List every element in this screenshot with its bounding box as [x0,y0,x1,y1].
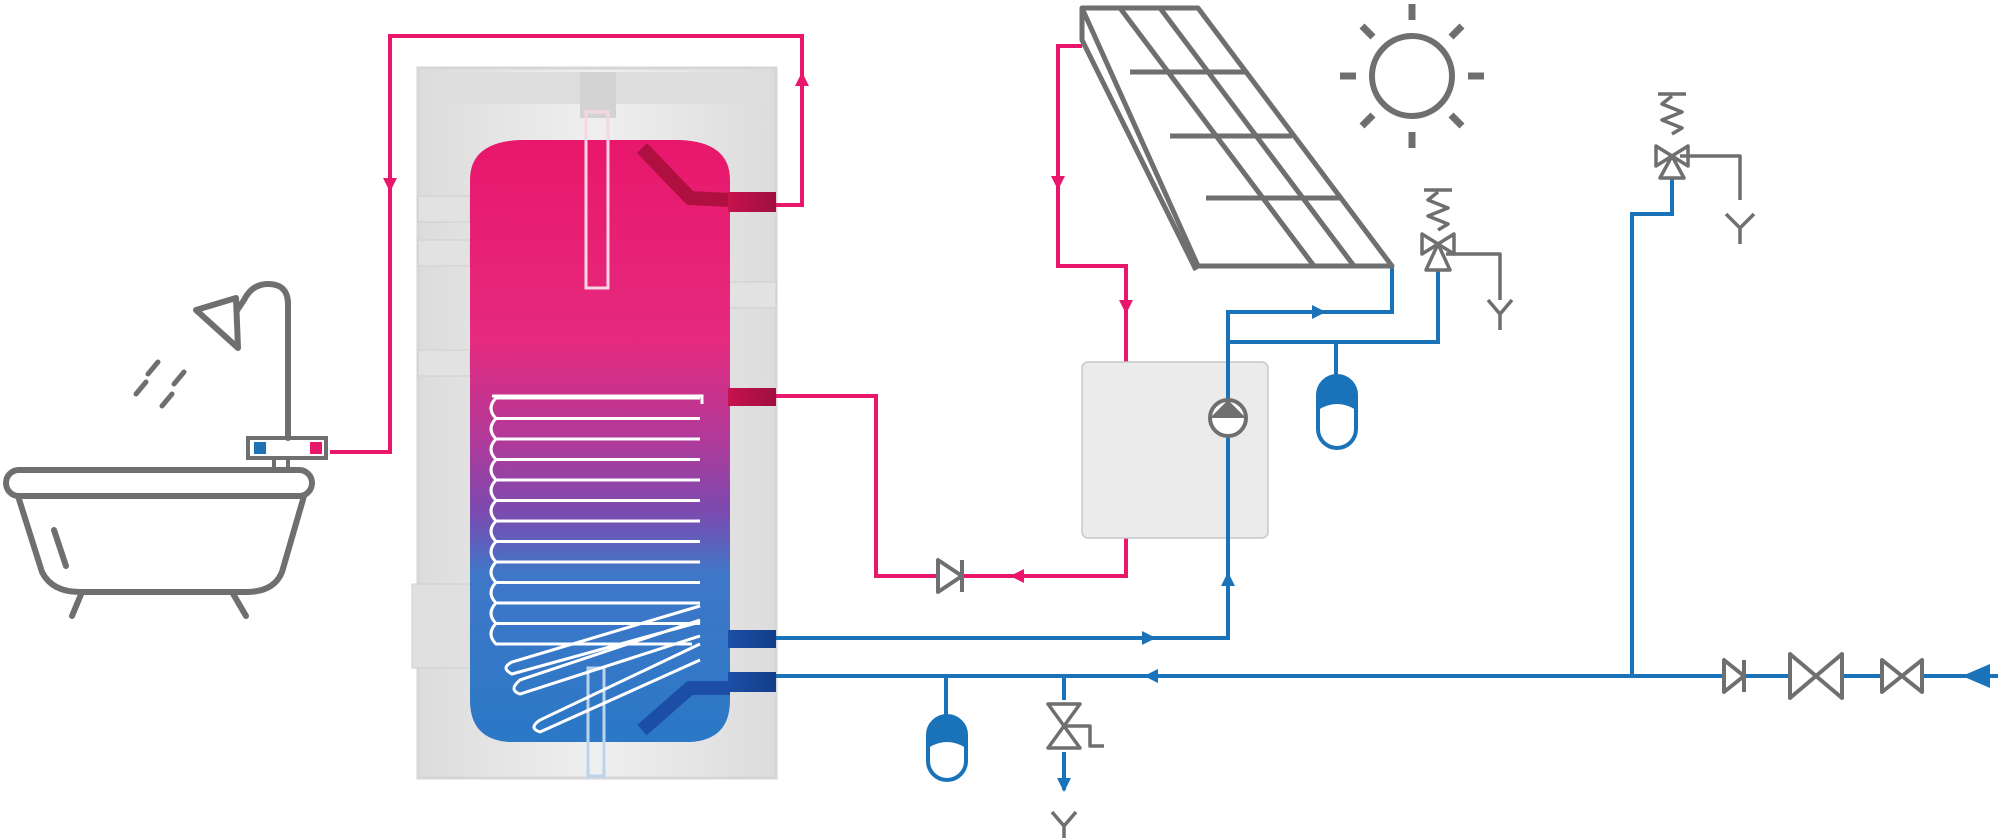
cold-flow-arrows [1057,305,1990,792]
gate-valve-icon [1788,652,1844,700]
circulation-pump-icon [1208,398,1248,438]
mixer-tap-icon [246,436,328,470]
controller-box [1081,361,1269,539]
tank-water-vessel [470,140,730,742]
safety-branch-pipe [1226,270,1440,344]
solar-flow-pipe [776,44,1128,578]
flow-arrow-right [1142,631,1156,645]
hot-flow-arrows [383,72,1133,583]
safety-valve-icon [1420,188,1514,330]
coil-inlet-nozzle [728,388,776,406]
tank-anode-port [580,72,616,118]
pump-station-icon [1081,312,1269,640]
shower-head [193,295,241,351]
sensor-well [584,110,610,290]
expansion-vessel-icon [926,714,968,782]
hot-outlet-pipe [636,143,731,207]
coil-return-nozzle [728,630,776,648]
cold-inlet-pipe [637,681,730,736]
sun-icon [1340,4,1484,148]
sun-disc [1369,33,1455,119]
safety-valve-icon [1654,92,1756,244]
tank-fitting [417,195,471,223]
coil-header [492,394,704,404]
shower-arm [233,281,291,441]
sun-rays [1340,4,1484,148]
storage-tank-icon [411,66,778,780]
collector-return-pipe [1228,266,1394,314]
expansion-vessel-icon [1316,374,1358,450]
tub-highlight [51,527,69,569]
flow-arrow-left [1144,669,1158,683]
coil-return-loops [504,604,701,734]
flow-arrow-left [1010,569,1024,583]
tank-fitting [417,239,471,267]
tank-fitting [417,349,471,377]
hot-outlet-nozzle [728,192,776,212]
tub-body [15,493,307,595]
flow-arrow-up [795,72,809,86]
safety-valve-icon [1046,702,1104,838]
coil-turns [489,396,700,646]
flow-arrow-inlet [1962,664,1990,688]
heat-exchanger-coil [489,394,704,734]
cold-inlet-nozzle [728,672,776,692]
water-spray [133,359,187,409]
tub-rim [3,467,315,499]
check-valve-icon [1722,658,1746,694]
collector-edge [1079,8,1199,272]
flow-arrow-down [383,178,397,192]
flow-arrow-down [1119,300,1133,314]
check-valve-icon [936,558,964,594]
hot-supply-pipe [330,34,804,454]
tank-fitting [723,281,777,309]
riser-pipe [1630,178,1674,676]
flow-arrow-down [1051,176,1065,190]
flow-arrow-down [1057,778,1071,792]
tub-foot [229,589,249,619]
flow-arrow-right [1312,305,1326,319]
cold-water-pipes [776,178,1998,790]
bathtub-icon [3,467,315,619]
tub-foot [69,589,85,619]
shower-head-icon [133,281,291,441]
gate-valve-icon [1880,658,1924,694]
tank-inspection-flange [411,583,475,669]
solar-collector-icon [1079,5,1395,272]
